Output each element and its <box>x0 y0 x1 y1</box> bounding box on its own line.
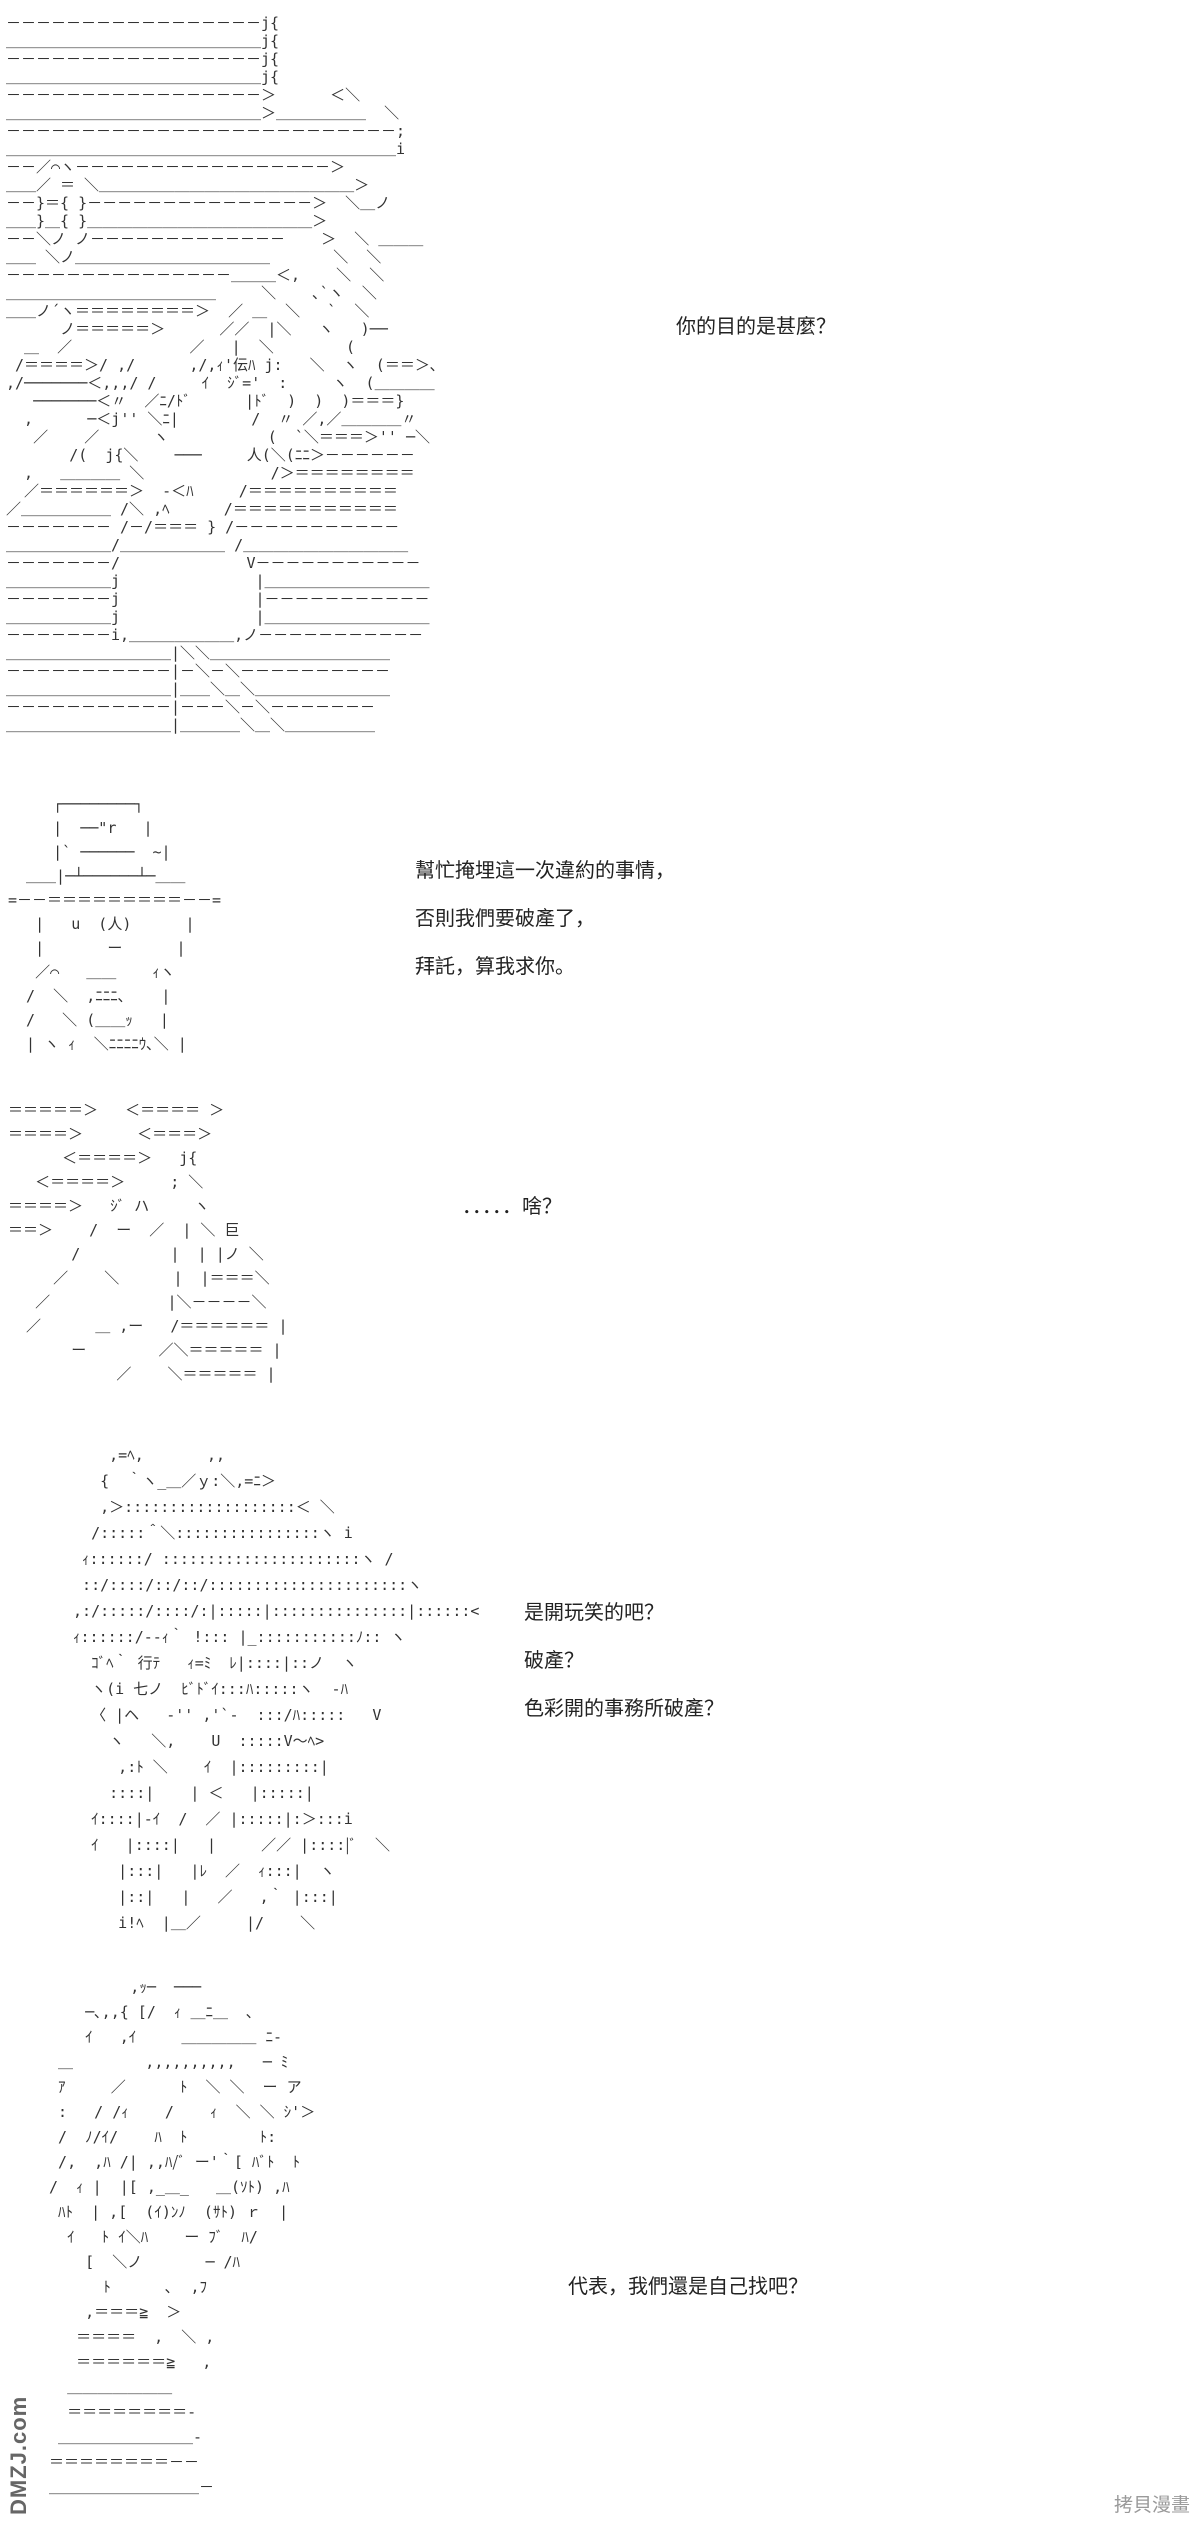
dialogue-line: 破產？ <box>524 1648 584 1672</box>
dialogue-line: 是開玩笑的吧？ <box>524 1600 664 1624</box>
copy-manga-watermark: 拷貝漫畫 <box>1113 2494 1190 2516</box>
dialogue-line: 拜託，算我求你。 <box>415 954 575 978</box>
dialogue-line: 你的目的是甚麼？ <box>676 314 836 338</box>
dialogue-line: 幫忙掩埋這一次違約的事情， <box>415 858 675 882</box>
dialogue-line: 否則我們要破產了， <box>415 906 595 930</box>
ascii-art-panel-1: －－－－－－－－－－－－－－－－－j{ ＿＿＿＿＿＿＿＿＿＿＿＿＿＿＿＿＿j{ … <box>6 14 438 734</box>
dmzj-watermark-logo: DMZJ.com <box>6 2395 31 2515</box>
ascii-art-panel-5: ,ｯ─ ─── ─､,,{ [/ ｨ ＿ﾆ＿ ､ ｲ ,ｲ ＿＿＿＿＿ ﾆ- ＿… <box>49 1978 316 2496</box>
ascii-art-panel-4: ,=ﾍ, ,, { ｀ヽ_＿／ｙ:＼,=ﾆ＞ ,＞:::::::::::::::… <box>73 1446 480 1932</box>
dialogue-panel-1: 你的目的是甚麼？ <box>676 312 836 360</box>
dialogue-line: 代表，我們還是自己找吧？ <box>568 2274 808 2298</box>
dialogue-panel-2: 幫忙掩埋這一次違約的事情， 否則我們要破產了， 拜託，算我求你。 <box>415 856 675 1000</box>
dialogue-line: 色彩開的事務所破產？ <box>524 1696 724 1720</box>
ascii-art-panel-2: ┌────────┐ | ──"r | |` ────── ~| ＿＿|─┴──… <box>8 795 222 1053</box>
dialogue-panel-4: 是開玩笑的吧？ 破產？ 色彩開的事務所破產？ <box>524 1598 724 1742</box>
dialogue-panel-5: 代表，我們還是自己找吧？ <box>568 2272 808 2320</box>
ascii-art-panel-3: ＝＝＝＝＝＞ ＜＝＝＝＝ ＞ ＝＝＝＝＞ ＜＝＝＝＞ ＜＝＝＝＝＞ j{ ＜＝＝… <box>8 1101 288 1383</box>
dialogue-line: ．．．．．啥？ <box>462 1194 562 1218</box>
dialogue-panel-3: ．．．．．啥？ <box>462 1192 562 1240</box>
